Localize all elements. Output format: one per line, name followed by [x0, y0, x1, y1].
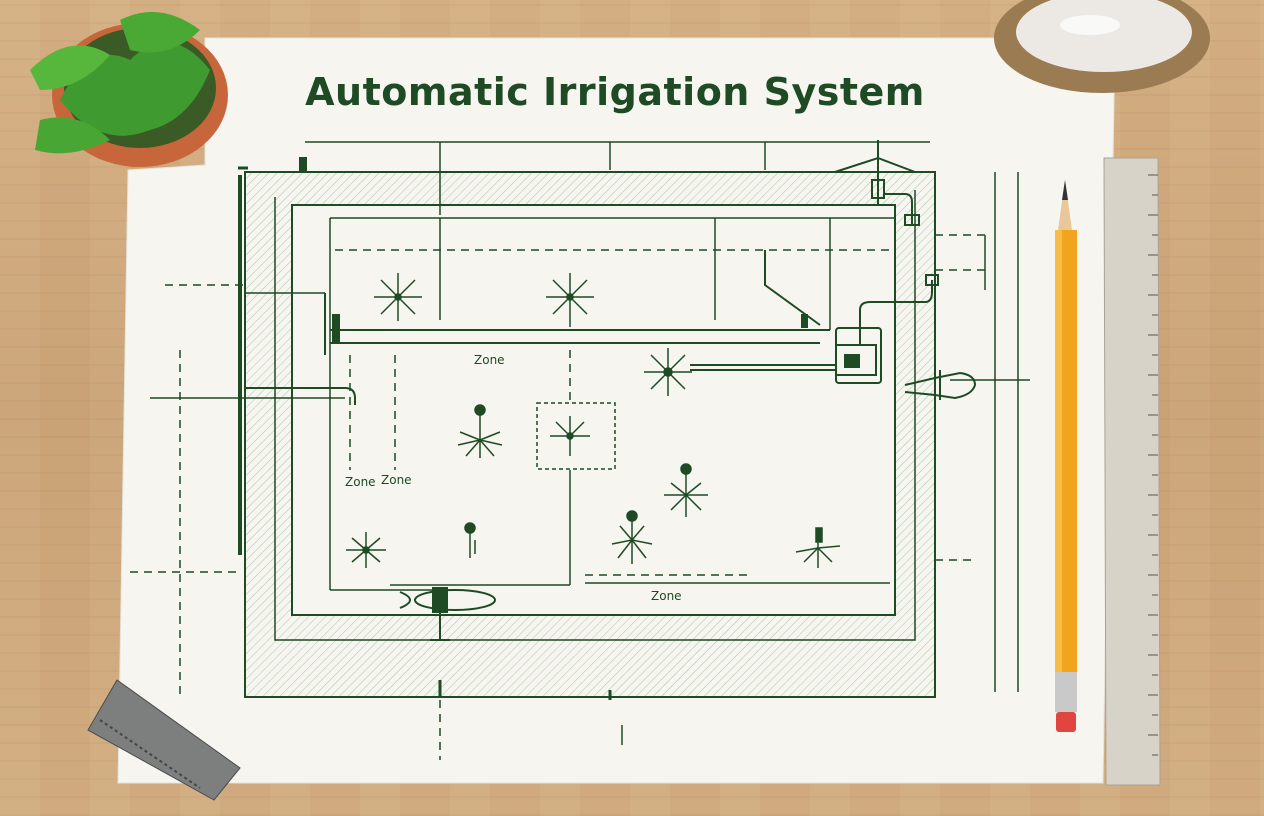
sprinkler-head — [664, 463, 708, 517]
inner-boundary — [291, 204, 896, 616]
sprinkler-detail-box — [536, 402, 616, 470]
zone-label: Zone — [381, 473, 412, 487]
sprinkler-head — [346, 532, 386, 568]
sprinkler-head — [611, 510, 653, 564]
ruler — [1103, 157, 1161, 786]
sprinkler-head — [795, 527, 841, 568]
diagram-title: Automatic Irrigation System — [305, 70, 925, 114]
sprinkler-head — [464, 522, 476, 558]
zone-label: Zone — [345, 475, 376, 489]
sprinkler-head — [550, 416, 590, 456]
hose-faucet — [904, 370, 977, 400]
wall-hatching — [245, 172, 935, 697]
zone-label: Zone — [651, 589, 682, 603]
controller-box — [690, 250, 939, 384]
metal-scraper — [87, 679, 241, 801]
sprinkler-head — [457, 404, 503, 458]
dimension-lines — [130, 234, 985, 760]
zone-label: Zone — [474, 353, 505, 367]
sprinkler-head — [546, 273, 594, 327]
potted-plant — [30, 12, 228, 167]
pencil — [1055, 180, 1077, 732]
irrigation-plan — [130, 140, 1030, 760]
salt-bowl — [994, 0, 1210, 93]
outer-boundary — [244, 171, 936, 698]
sprinkler-head — [374, 273, 422, 321]
supply-loop — [274, 190, 916, 641]
zone-valve — [399, 587, 496, 641]
sprinkler-head — [644, 348, 692, 396]
backflow-valve — [834, 140, 920, 226]
